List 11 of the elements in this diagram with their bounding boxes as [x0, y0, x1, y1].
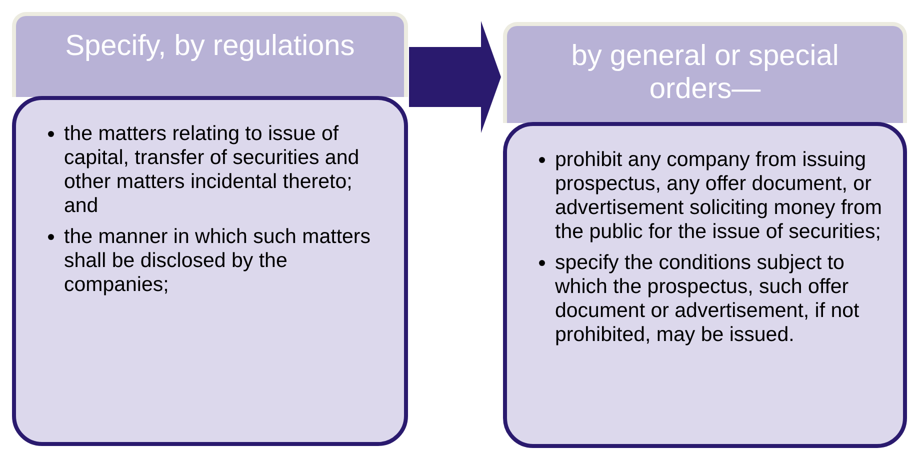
- heading-text: Specify, by regulations: [64, 30, 356, 64]
- heading-text: by general or special orders—: [570, 40, 840, 107]
- bullet-text: the matters relating to issue of capital, transfer of securities and other matters incidental thereto; and: [64, 122, 360, 217]
- bullet-text: prohibit any company from issuing prospectus, any offer document, or advertisement soliciting money from the public for the issue of securities;: [555, 148, 882, 243]
- bullet-text: the manner in which such matters shall be disclosed by the companies;: [64, 224, 370, 296]
- heading-box: [503, 22, 907, 123]
- content-box: [12, 96, 408, 446]
- content-box: [503, 122, 907, 448]
- heading-box: [12, 12, 408, 97]
- block-arrow: [409, 21, 501, 133]
- bullet-text: specify the conditions subject to which the prospectus, such offer document or advertisement, if not prohibited, may be issued.: [555, 250, 860, 346]
